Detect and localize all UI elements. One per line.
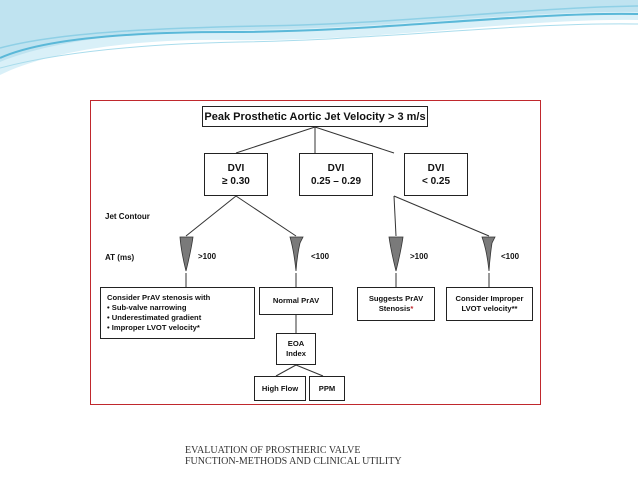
at-value: >100 [198,252,217,261]
outcome-improper-lvot: Consider Improper LVOT velocity** [446,287,533,321]
dvi-value: ≥ 0.30 [222,175,250,187]
eoa-index-box: EOA Index [276,333,316,365]
outcome-normal-prav: Normal PrAV [259,287,333,315]
jet-contour-icon [289,236,304,272]
jet-contour-icon [481,236,496,272]
dvi-box-low: DVI < 0.25 [404,153,468,196]
at-value: >100 [410,252,429,261]
jet-contour-icon [179,236,194,272]
dvi-value: 0.25 – 0.29 [310,175,362,187]
ppm-box: PPM [309,376,345,401]
dvi-box-mid: DVI 0.25 – 0.29 [299,153,373,196]
decorative-wave-header [0,0,638,75]
at-label: AT (ms) [105,253,135,262]
dvi-value: < 0.25 [421,175,451,187]
outcome-suggests-stenosis: Suggests PrAV Stenosis* [357,287,435,321]
outcome-bullet: • Underestimated gradient [107,313,202,322]
outcome-bullet: • Improper LVOT velocity* [107,323,200,332]
footnote-mark: * [410,304,414,313]
diagram-title-box: Peak Prosthetic Aortic Jet Velocity > 3 … [202,106,428,127]
at-value: <100 [311,252,330,261]
jet-contour-label: Jet Contour [105,212,150,221]
jet-contour-icon [388,236,404,272]
dvi-box-high: DVI ≥ 0.30 [204,153,268,196]
outcome-heading: Consider PrAV stenosis with [107,293,211,302]
high-flow-box: High Flow [254,376,306,401]
slide-footer: EVALUATION OF PROSTHERIC VALVE FUNCTION-… [185,445,402,467]
outcome-stenosis-causes: Consider PrAV stenosis with • Sub-valve … [100,287,255,339]
diagram-title: Peak Prosthetic Aortic Jet Velocity > 3 … [204,110,426,123]
flowchart-frame: Peak Prosthetic Aortic Jet Velocity > 3 … [90,100,541,405]
footer-line: EVALUATION OF PROSTHERIC VALVE [185,445,361,456]
dvi-label: DVI [227,162,245,174]
connector-lines [179,126,496,377]
at-value: <100 [501,252,520,261]
dvi-label: DVI [427,162,445,174]
dvi-label: DVI [327,162,345,174]
outcome-bullet: • Sub-valve narrowing [107,303,187,312]
footer-line: FUNCTION-METHODS AND CLINICAL UTILITY [185,456,402,467]
